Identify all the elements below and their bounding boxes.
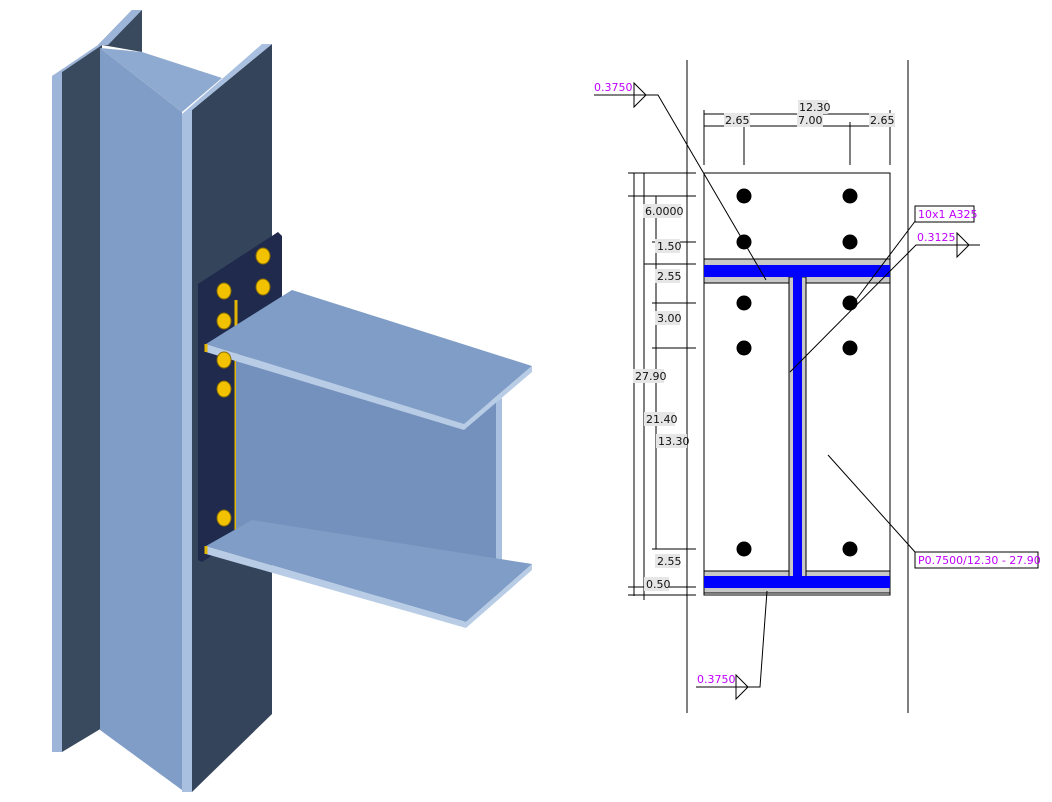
beam-web-section — [793, 277, 802, 577]
dim-v7: 2.55 — [657, 555, 682, 568]
beam-web-edge — [496, 398, 502, 596]
beam-top-flange — [206, 290, 532, 424]
dim-gauge: 7.00 — [798, 114, 823, 127]
dim-v6: 13.30 — [658, 435, 690, 448]
bolt-label: 10x1 A325 — [918, 208, 978, 221]
bolt-hole — [842, 295, 858, 311]
weld-size-bottom: 0.3750 — [697, 673, 736, 686]
column-top-edge — [98, 10, 142, 45]
weld-size-top: 0.3750 — [594, 81, 633, 94]
dim-left-edge: 2.65 — [725, 114, 750, 127]
top-flange — [704, 265, 890, 277]
dim-v5: 21.40 — [646, 413, 678, 426]
dim-v2: 1.50 — [657, 240, 682, 253]
dim-overall-width: 12.30 — [799, 101, 831, 114]
bolt — [216, 509, 232, 527]
weld-size-right: 0.3125 — [917, 231, 956, 244]
dim-v1: 6.0000 — [645, 205, 684, 218]
dim-right-edge: 2.65 — [870, 114, 895, 127]
column-front-flange-edge — [182, 44, 272, 792]
bolt-hole — [736, 340, 752, 356]
dim-v3: 2.55 — [657, 270, 682, 283]
bolt — [216, 351, 232, 369]
bolt-hole — [842, 188, 858, 204]
bolt — [216, 380, 232, 398]
bolt — [216, 282, 232, 300]
bolt-hole — [842, 340, 858, 356]
column-back-flange — [62, 45, 102, 752]
leader-lines — [594, 81, 980, 701]
column-web — [100, 48, 182, 790]
dim-v8: 0.50 — [646, 578, 671, 591]
dim-v4: 3.00 — [657, 312, 682, 325]
bottom-flange — [704, 576, 890, 588]
bolt-holes — [736, 188, 858, 557]
bolt-hole — [842, 234, 858, 250]
bolt-hole — [736, 295, 752, 311]
vertical-dim-labels: 6.0000 1.50 2.55 3.00 27.90 21.40 13.30 … — [633, 204, 690, 591]
plate-label: P0.7500/12.30 - 27.90 — [918, 554, 1041, 567]
bolt — [255, 278, 271, 296]
bolt — [216, 312, 232, 330]
dim-overall-height: 27.90 — [635, 370, 667, 383]
bolt — [255, 247, 271, 265]
bolt-hole — [736, 188, 752, 204]
column-web-top — [100, 48, 222, 112]
vertical-dimension-lines — [628, 172, 696, 600]
bolt-hole — [736, 541, 752, 557]
bolt-hole — [842, 541, 858, 557]
bolts — [216, 247, 271, 527]
beam-bottom-flange — [206, 520, 532, 622]
